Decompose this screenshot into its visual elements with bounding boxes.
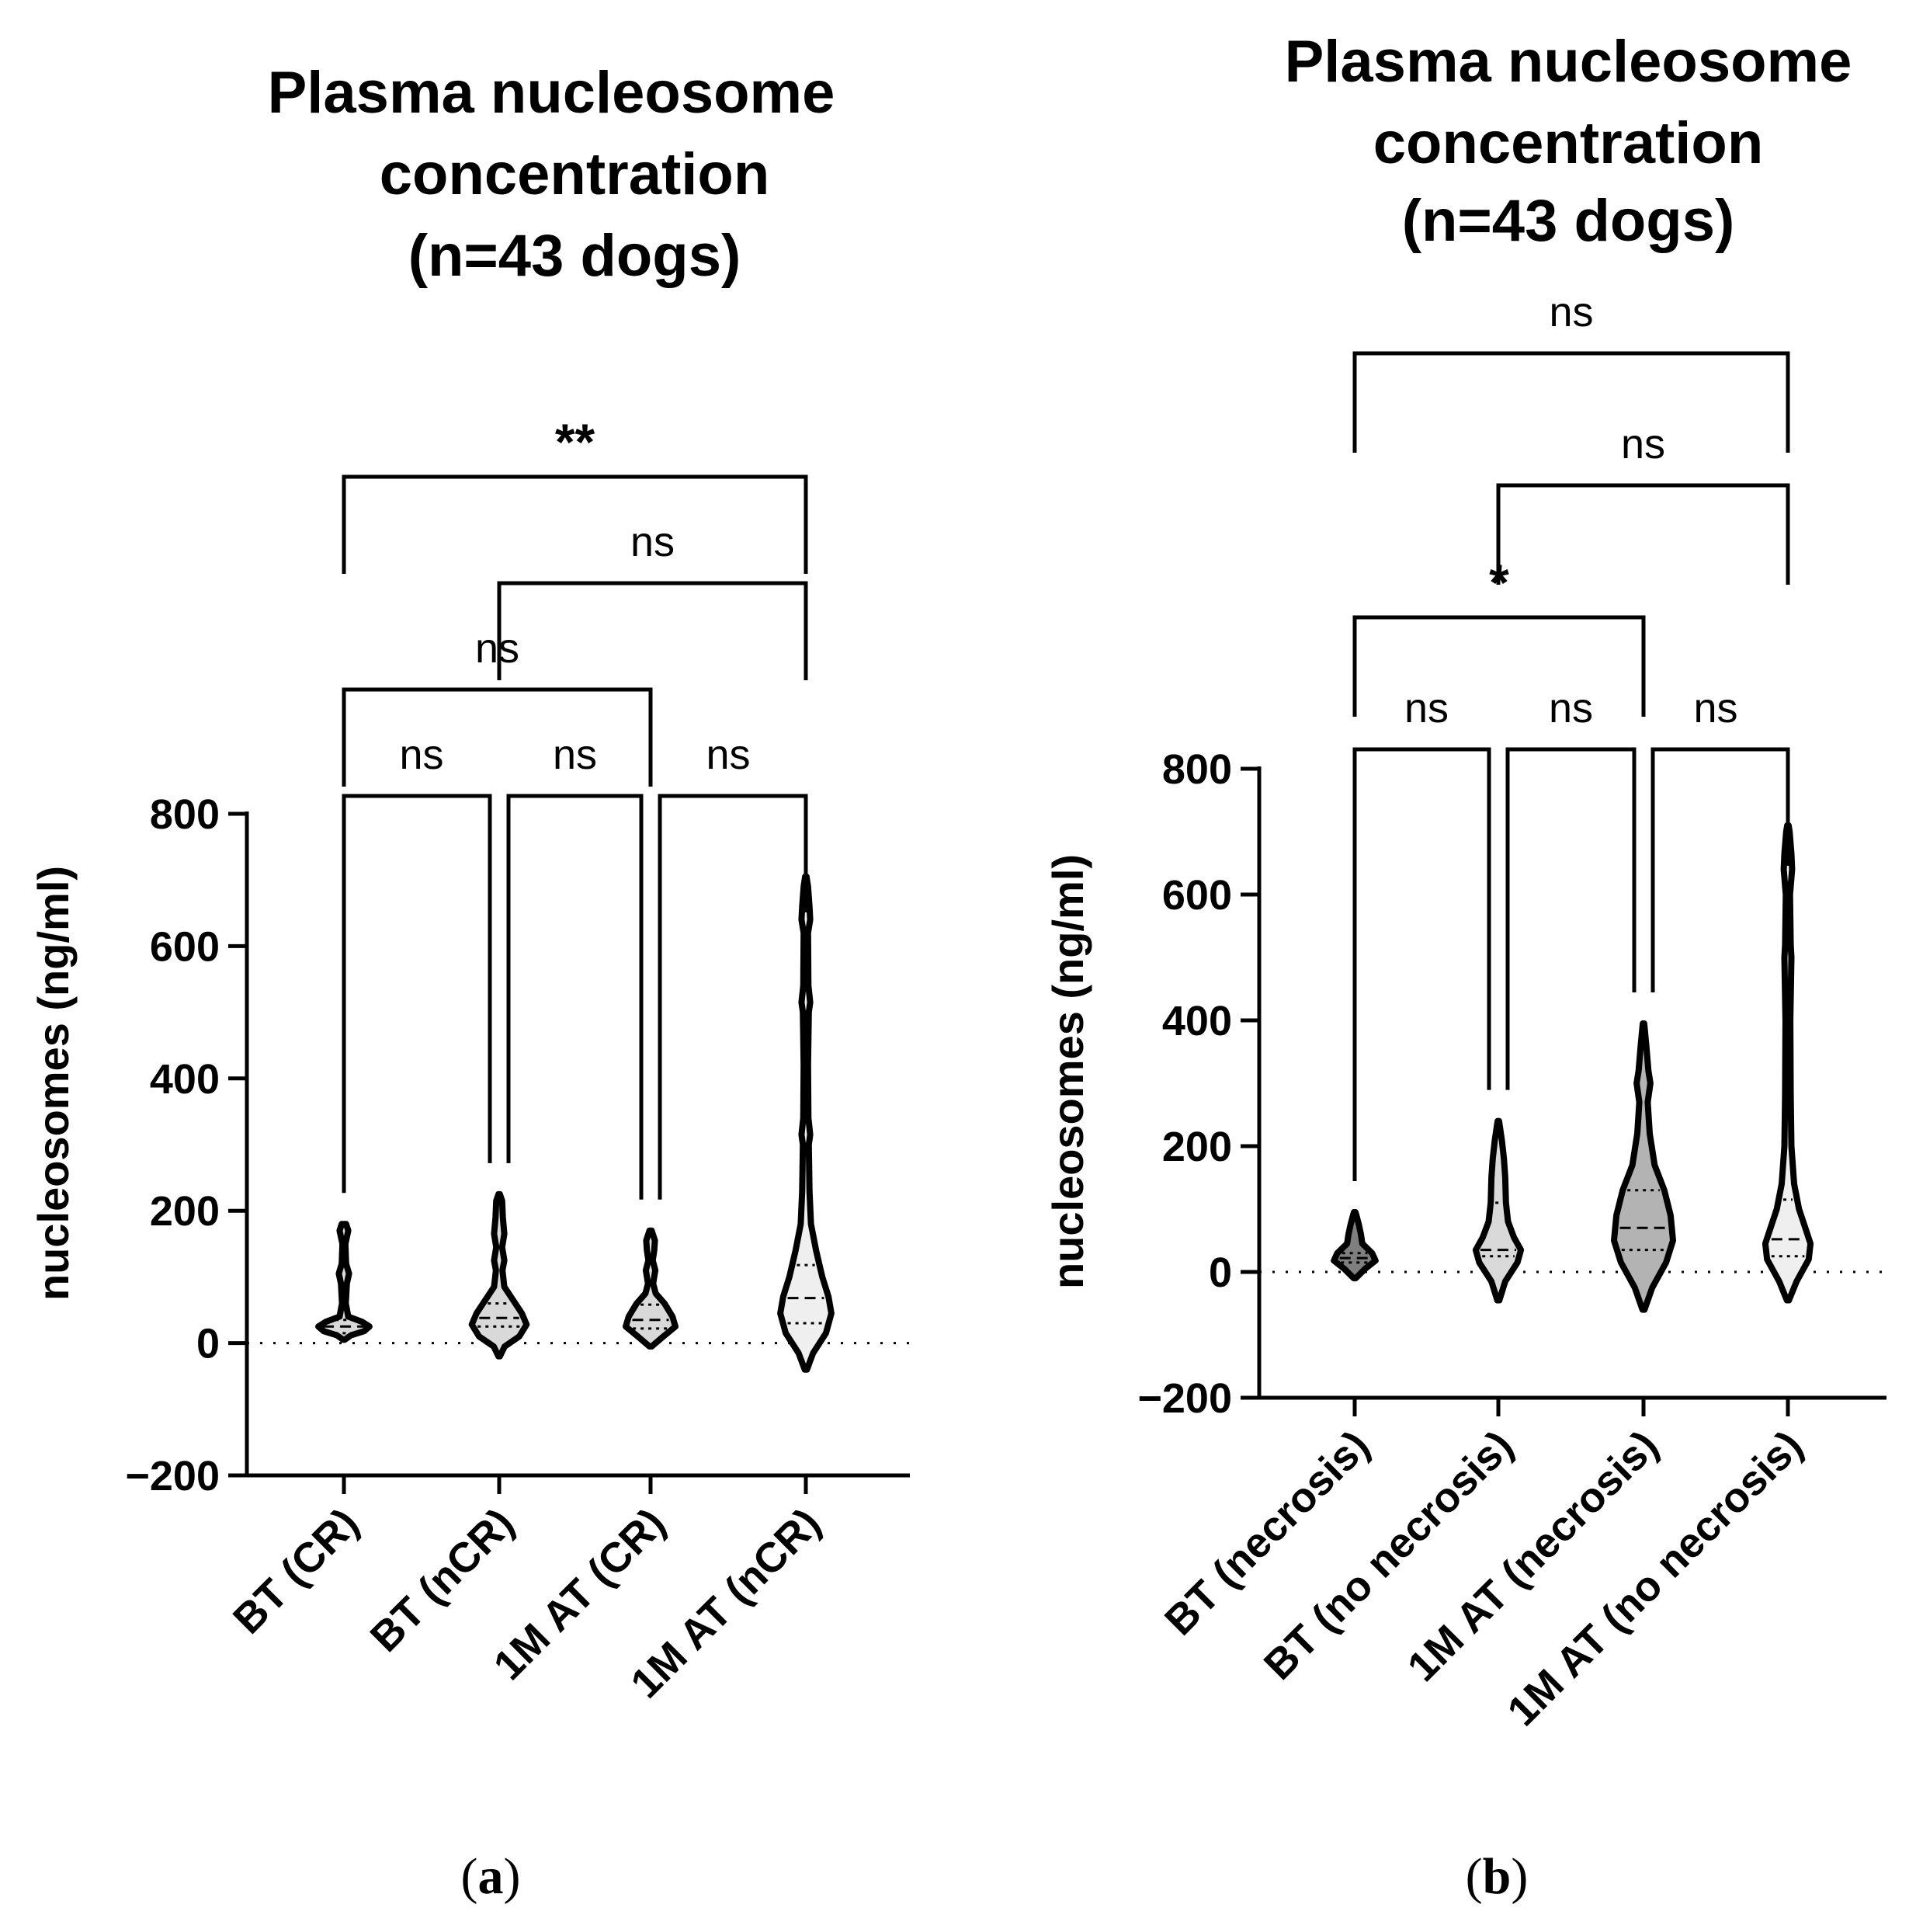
violin-1 [1331, 1209, 1379, 1282]
panel-a-label-letter: a [478, 1848, 504, 1905]
x-tick-label: BT (no necrosis) [1255, 1422, 1522, 1689]
x-tick-label: 1M AT (no necrosis) [1498, 1422, 1811, 1735]
significance-label: ns [1693, 685, 1737, 731]
significance-label: ns [1549, 289, 1593, 335]
panel-b-title-line-3: (n=43 dogs) [1402, 188, 1735, 254]
y-tick-label: −200 [125, 1453, 220, 1499]
significance-bracket [506, 794, 644, 1200]
y-tick-label: 600 [150, 923, 220, 970]
violin-2 [1472, 1117, 1525, 1304]
x-tick-label: BT (CR) [224, 1499, 368, 1643]
significance-bracket [497, 581, 808, 680]
significance-bracket [342, 794, 492, 1194]
violin-4 [1762, 822, 1814, 1304]
significance-label: ns [1404, 685, 1449, 731]
significance-bracket [1352, 747, 1491, 1182]
panel-b-label-letter: b [1483, 1848, 1512, 1905]
y-tick-label: 800 [1162, 746, 1232, 793]
y-tick-label: 400 [1162, 998, 1232, 1044]
panel-b-title-line-1: Plasma nucleosome [1285, 29, 1852, 95]
panel-b-title-line-2: concentration [1373, 110, 1764, 176]
significance-label: ns [630, 519, 675, 565]
panel-a-title-line-2: concentration [380, 141, 770, 207]
x-tick-label: BT (nCR) [362, 1499, 523, 1661]
significance-bracket [1352, 615, 1646, 717]
significance-label: ns [399, 731, 443, 778]
panel-a-y-axis-label: nucleosomes (ng/ml) [29, 866, 78, 1301]
panel-b: Plasma nucleosome concentration (n=43 do… [1043, 29, 1886, 1905]
significance-bracket [342, 687, 653, 787]
significance-bracket [1650, 747, 1790, 993]
y-tick-label: 600 [1162, 872, 1232, 919]
panel-a-title-line-1: Plasma nucleosome [268, 60, 835, 126]
y-tick-label: 800 [150, 791, 220, 838]
x-tick-label: 1M AT (necrosis) [1399, 1422, 1668, 1690]
y-tick-label: 200 [1162, 1124, 1232, 1170]
violin-2 [468, 1190, 530, 1360]
significance-bracket [658, 794, 808, 1200]
significance-bracket [1505, 747, 1637, 1090]
y-tick-label: 0 [1209, 1249, 1232, 1296]
significance-label: ns [1621, 421, 1665, 467]
violin-3 [623, 1227, 679, 1350]
significance-label: ** [555, 413, 595, 471]
violin-1 [315, 1221, 373, 1343]
significance-label: ns [706, 731, 750, 778]
significance-bracket [1496, 483, 1790, 585]
violin-3 [1611, 1020, 1676, 1313]
significance-bracket [342, 474, 808, 574]
panel-b-y-axis-label: nucleosomes (ng/ml) [1043, 854, 1092, 1289]
panel-a: Plasma nucleosome concentration (n=43 do… [29, 60, 910, 1905]
significance-label: ns [1549, 685, 1593, 731]
significance-bracket [1352, 351, 1790, 453]
y-tick-label: −200 [1137, 1375, 1232, 1422]
y-tick-label: 400 [150, 1056, 220, 1103]
panel-b-label: (b) [1466, 1848, 1529, 1905]
panel-a-label: (a) [461, 1848, 521, 1905]
y-tick-label: 200 [150, 1188, 220, 1235]
significance-label: ns [553, 731, 597, 778]
panel-a-title-line-3: (n=43 dogs) [408, 223, 741, 289]
violin-4 [777, 873, 835, 1373]
y-tick-label: 0 [196, 1321, 220, 1367]
